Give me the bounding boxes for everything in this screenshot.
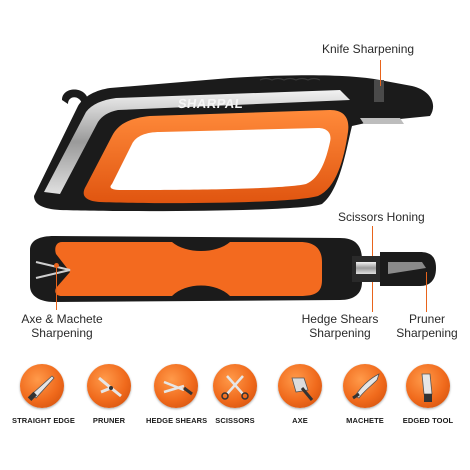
axe-machete-label: Axe & Machete Sharpening: [21, 312, 103, 340]
axe-callout-line: [56, 266, 57, 310]
hedge-callout-line: [372, 282, 373, 312]
pruner-icon: [87, 364, 131, 408]
knife-callout-line: [380, 60, 381, 86]
tool-edged-tool: EDGED TOOL: [398, 364, 458, 425]
scissors-icon: [213, 364, 257, 408]
knife-sharpening-label: Knife Sharpening: [322, 42, 415, 56]
scissors-callout-line: [372, 226, 373, 256]
edged-tool-icon: [406, 364, 450, 408]
tool-straight-edge: STRAIGHT EDGE: [12, 364, 75, 425]
tool-scissors: SCISSORS: [205, 364, 265, 425]
tool-hedge-shears: HEDGE SHEARS: [146, 364, 207, 425]
tool-machete: MACHETE: [335, 364, 395, 425]
tool-pruner: PRUNER: [79, 364, 139, 425]
tool-axe: AXE: [270, 364, 330, 425]
scissors-honing-label: Scissors Honing: [338, 210, 425, 224]
hedge-shears-label: Hedge Shears Sharpening: [301, 312, 379, 340]
pruner-callout-line: [426, 272, 427, 312]
axe-callout-dot: [54, 263, 59, 268]
axe-icon: [278, 364, 322, 408]
pruner-sharpening-label: Pruner Sharpening: [396, 312, 458, 340]
straight-edge-knife-icon: [20, 364, 64, 408]
machete-icon: [343, 364, 387, 408]
hedge-shears-icon: [154, 364, 198, 408]
